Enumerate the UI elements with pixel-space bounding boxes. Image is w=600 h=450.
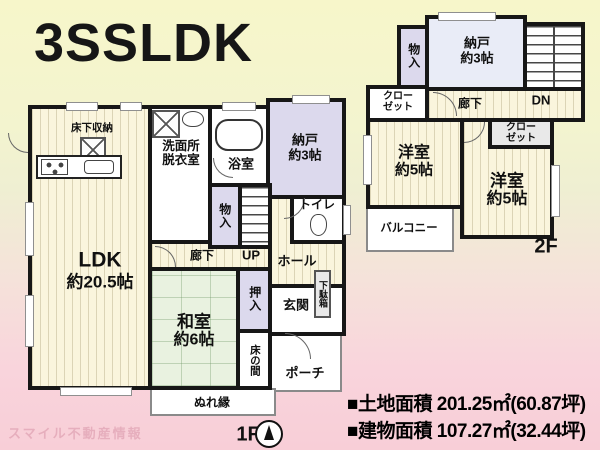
- nando-1f-size: 約3帖: [288, 147, 322, 162]
- label-porch: ポーチ: [285, 365, 325, 381]
- closet-right-line1: クロー: [506, 121, 536, 133]
- label-toilet: トイレ: [298, 197, 336, 212]
- ldk-size: 約20.5帖: [66, 272, 134, 292]
- washitsu-size: 約6帖: [173, 331, 215, 349]
- floor-label-2f: 2F: [534, 235, 558, 258]
- closet-left-line2: ゼット: [383, 102, 413, 113]
- label-washitsu: 和室 約6帖: [174, 313, 215, 350]
- label-yukashita: 床下収納: [71, 122, 113, 135]
- stairs-1f: [238, 183, 272, 249]
- washing-machine-icon: [152, 110, 180, 138]
- nando-1f-name: 納戸: [291, 132, 319, 148]
- nando-2f-name: 納戸: [463, 35, 491, 51]
- label-tokonoma: 床の間: [248, 344, 261, 376]
- window: [551, 165, 560, 217]
- getabako-cabinet: [314, 270, 331, 318]
- toilet-bowl-icon: [310, 214, 327, 236]
- window: [292, 95, 330, 104]
- room-washitsu: [148, 267, 240, 390]
- ldk-name: LDK: [78, 248, 122, 272]
- room-closet-right: [488, 118, 554, 149]
- floor-label-1f: 1F: [236, 423, 260, 446]
- yoshitsu-right-name: 洋室: [490, 171, 524, 191]
- label-nando-2f: 納戸 約3帖: [460, 36, 493, 65]
- closet-left-line1: クロー: [383, 90, 413, 102]
- room-balcony: [366, 205, 454, 252]
- window: [60, 387, 132, 396]
- closet-right-line2: ゼット: [506, 133, 536, 144]
- label-yokushitsu: 浴室: [227, 156, 255, 172]
- label-hall: ホール: [277, 253, 317, 269]
- label-closet-right: クロー ゼット: [506, 122, 536, 144]
- room-oshiire: [236, 267, 272, 333]
- nando-2f-size: 約3帖: [460, 50, 494, 65]
- window: [343, 205, 351, 235]
- watermark: スマイル不動産情報: [8, 426, 143, 441]
- room-yoshitsu-left: [366, 118, 464, 209]
- label-rouka-1f: 廊下: [189, 248, 215, 263]
- label-up: UP: [241, 247, 261, 263]
- north-compass-icon: [255, 420, 283, 448]
- room-tokonoma: [236, 329, 272, 390]
- room-nando-2f: [425, 15, 527, 91]
- bathtub-icon: [215, 119, 263, 151]
- yoshitsu-right-size: 約5帖: [486, 190, 528, 208]
- window: [25, 295, 34, 347]
- kitchen-sink-icon: [84, 160, 114, 174]
- land-area-text: ■土地面積 201.25㎡(60.87坪): [347, 394, 586, 415]
- door-arc: [8, 133, 28, 153]
- washbasin-icon: [182, 111, 204, 127]
- page-title: 3SSLDK: [34, 13, 254, 73]
- window: [66, 102, 98, 111]
- room-nando-1f: [266, 98, 346, 199]
- label-getabako: 下駄箱: [318, 280, 329, 308]
- label-rouka-2f: 廊下: [457, 96, 483, 111]
- window: [438, 12, 496, 21]
- window: [25, 202, 34, 256]
- yoshitsu-left-name: 洋室: [397, 144, 430, 162]
- window: [363, 135, 372, 185]
- washitsu-name: 和室: [177, 312, 211, 332]
- senmenjo-line1: 洗面所: [162, 139, 200, 153]
- window: [222, 102, 256, 111]
- stove-icon: [41, 159, 68, 175]
- label-closet-left: クロー ゼット: [383, 91, 413, 113]
- label-nureen: ぬれ縁: [193, 395, 231, 410]
- label-genkan: 玄関: [282, 297, 310, 313]
- senmenjo-line2: 脱衣室: [162, 153, 200, 167]
- label-yoshitsu-right: 洋室 約5帖: [487, 172, 528, 209]
- label-monoire-2f: 物入: [406, 43, 421, 69]
- building-area-text: ■建物面積 107.27㎡(32.44坪): [347, 421, 586, 442]
- room-closet-left: [366, 85, 429, 122]
- label-nando-1f: 納戸 約3帖: [288, 133, 321, 162]
- label-balcony: バルコニー: [380, 222, 438, 235]
- label-ldk: LDK 約20.5帖: [66, 249, 133, 292]
- label-oshiire: 押入: [247, 286, 262, 312]
- label-senmenjo: 洗面所 脱衣室: [162, 139, 200, 167]
- label-yoshitsu-left: 洋室 約5帖: [395, 145, 433, 180]
- yoshitsu-left-size: 約5帖: [394, 161, 434, 179]
- label-monoire-1f: 物入: [217, 203, 232, 229]
- compass-needle-icon: [264, 425, 274, 440]
- label-dn: DN: [531, 92, 551, 108]
- stairs-2f-divider: [553, 26, 555, 87]
- room-genkan: [266, 284, 346, 336]
- window: [120, 102, 142, 111]
- room-monoire-2f: [397, 25, 429, 91]
